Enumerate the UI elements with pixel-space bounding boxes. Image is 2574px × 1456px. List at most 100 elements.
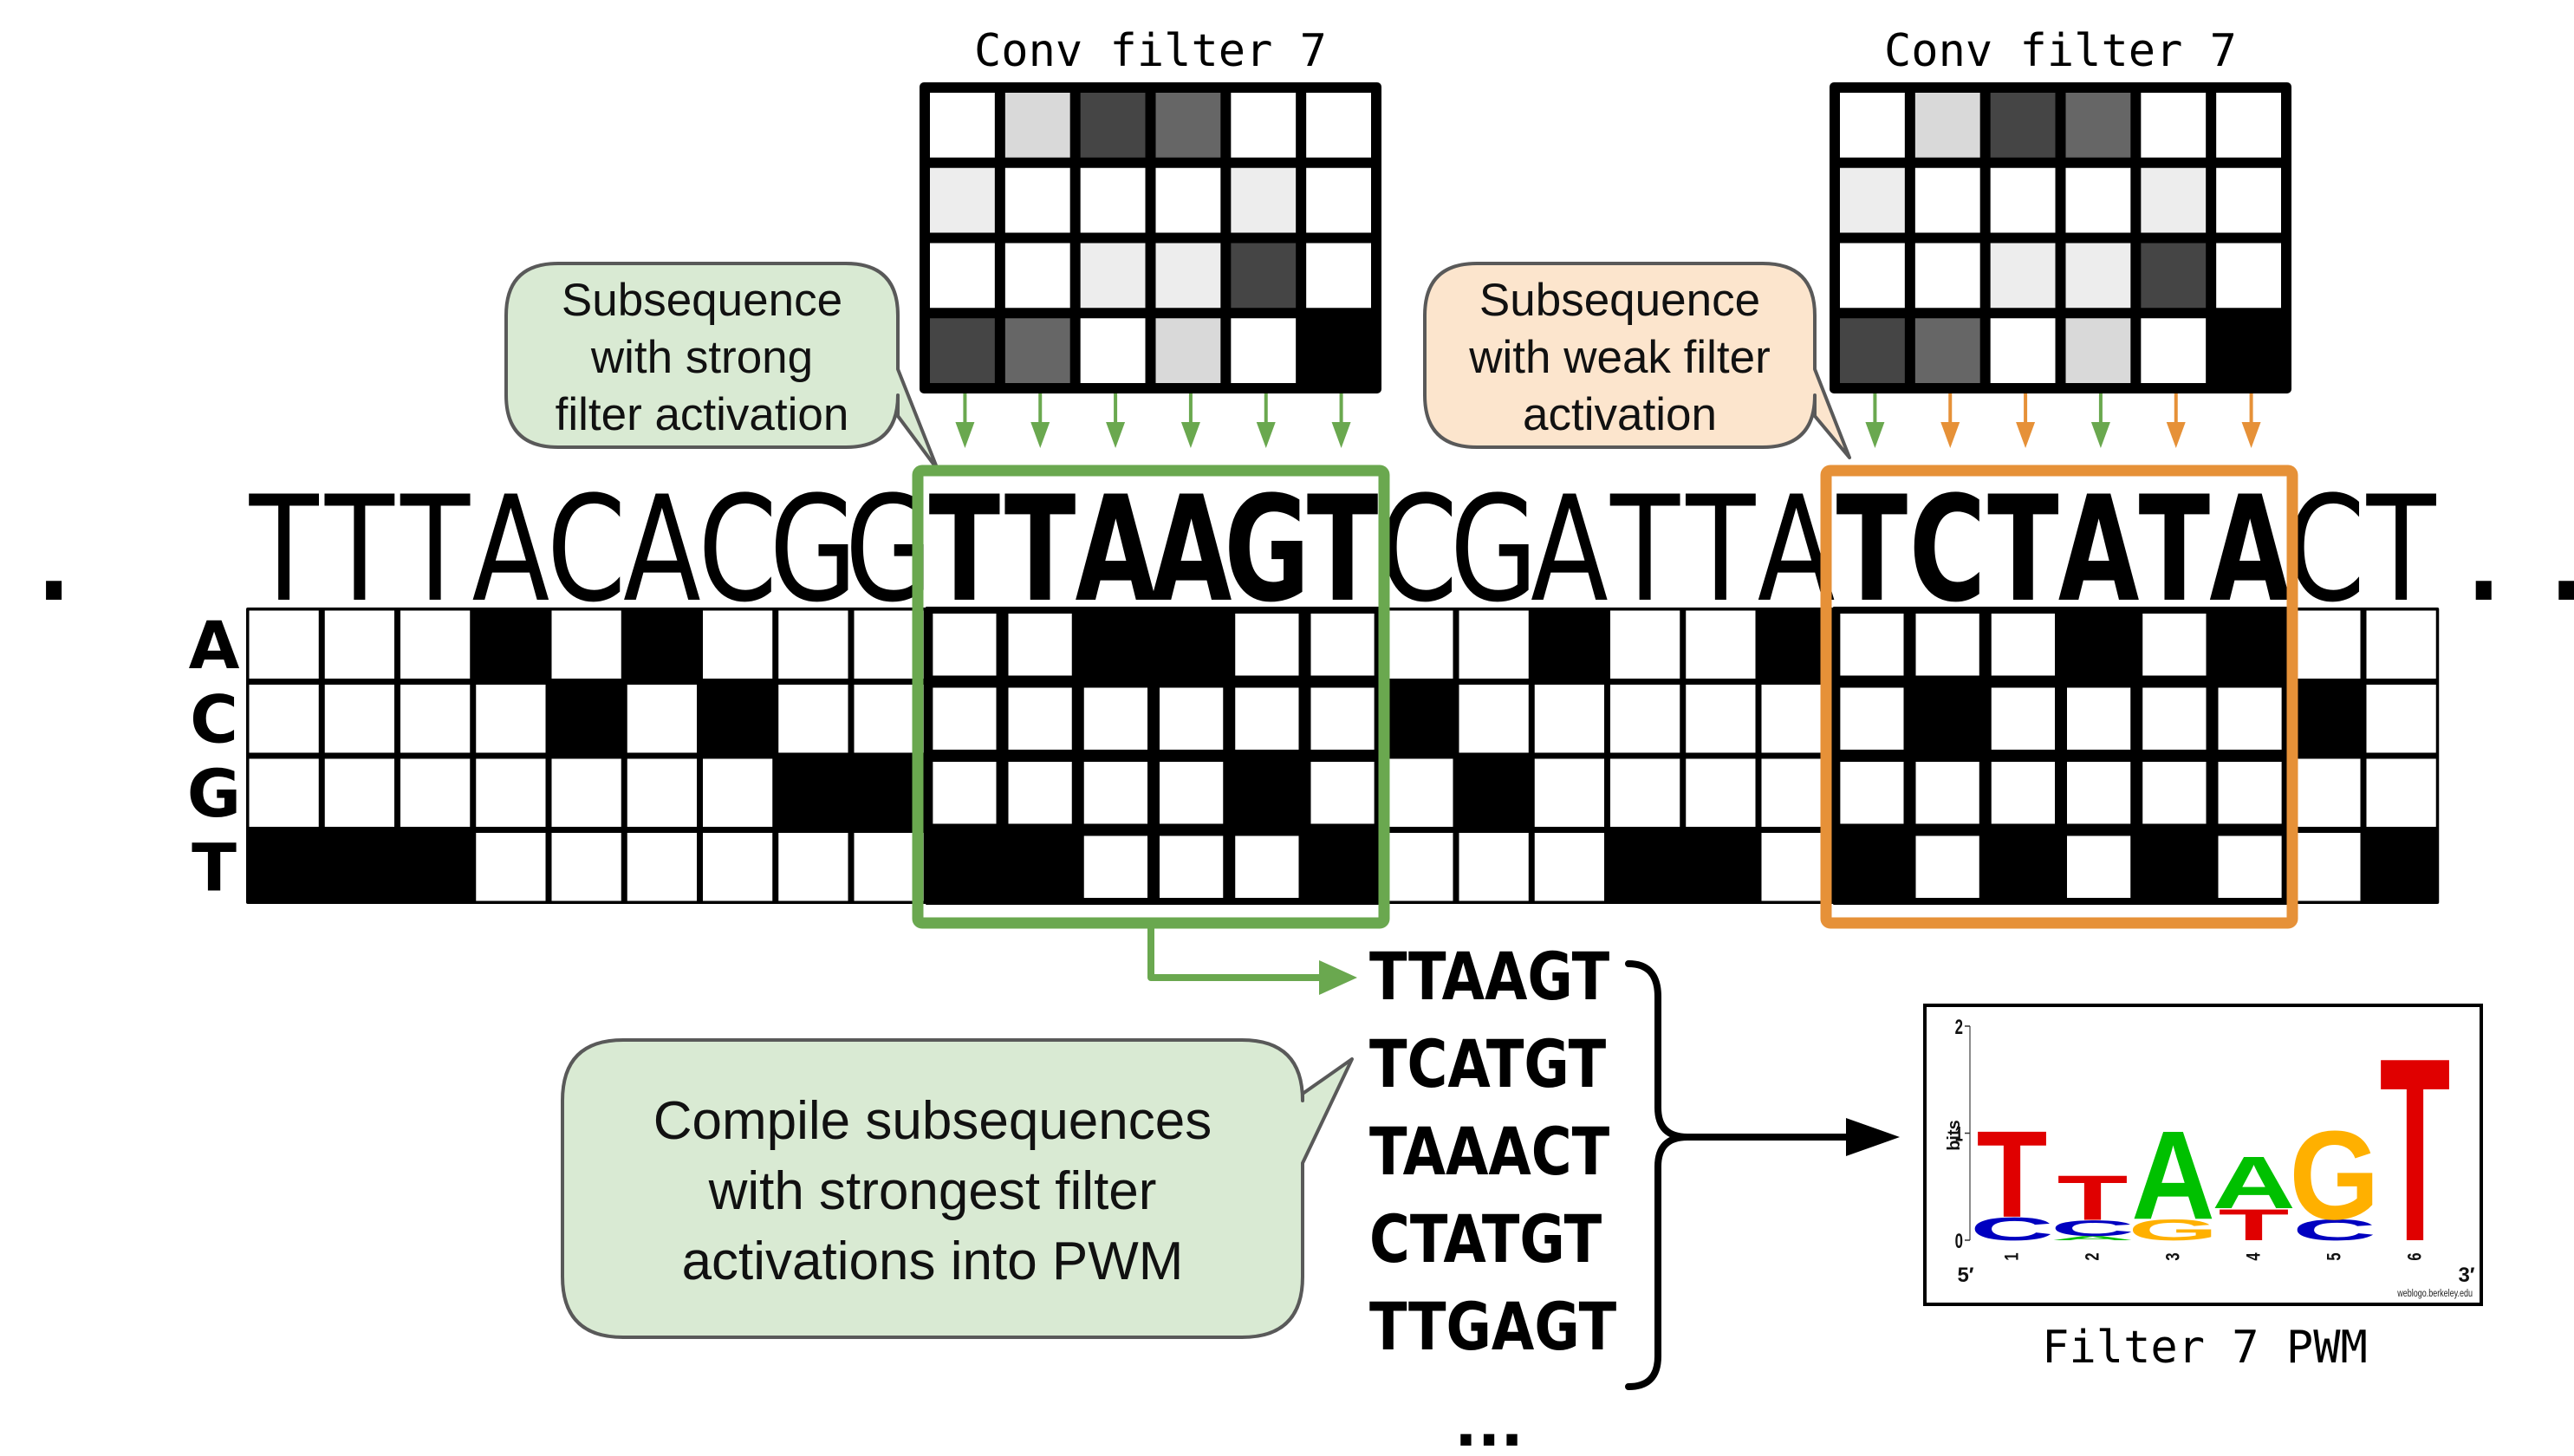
sequence-nucleotide: T bbox=[1609, 465, 1680, 634]
match-arrow-head bbox=[1180, 422, 1200, 448]
filter-title: Conv filter 7 bbox=[1884, 25, 2237, 77]
filter-matrix-frame bbox=[1830, 82, 2291, 393]
filter-weight-cell bbox=[1004, 167, 1070, 233]
one-hot-cell-off bbox=[1235, 687, 1299, 750]
filter-weight-cell bbox=[1080, 167, 1146, 233]
sequence-nucleotide: T bbox=[1004, 465, 1076, 634]
filter-weight-cell bbox=[1914, 243, 1980, 309]
one-hot-cell-off bbox=[2366, 758, 2436, 827]
one-hot-cell-off bbox=[1160, 835, 1224, 898]
sequence-nucleotide: T bbox=[1307, 465, 1379, 634]
one-hot-cell-on bbox=[2291, 685, 2361, 753]
logo-letter-a: A bbox=[2131, 1104, 2215, 1246]
one-hot-cell-off bbox=[1840, 762, 1904, 824]
position-label: 1 bbox=[2001, 1252, 2023, 1260]
filter-windows bbox=[912, 465, 2298, 929]
list-more-ellipsis: ... bbox=[1454, 1389, 1524, 1456]
one-hot-cell-on bbox=[2218, 614, 2282, 676]
match-arrow-head bbox=[2090, 422, 2110, 448]
one-hot-cell-off bbox=[2218, 762, 2282, 824]
one-hot-cell-off bbox=[1459, 610, 1529, 679]
five-prime-label: 5′ bbox=[1957, 1264, 1973, 1287]
filter-weight-cell bbox=[930, 167, 995, 233]
one-hot-cell-off bbox=[2291, 610, 2361, 679]
one-hot-cell-off bbox=[854, 685, 924, 753]
one-hot-cell-off bbox=[1534, 833, 1604, 901]
one-hot-cell-on bbox=[1991, 835, 2055, 898]
one-hot-cell-off bbox=[933, 687, 997, 750]
bubble-text-line: with weak filter bbox=[1468, 332, 1771, 383]
one-hot-cell-off bbox=[2218, 687, 2282, 750]
one-hot-cell-off bbox=[1915, 614, 1979, 676]
top-subsequence: TTAAGT bbox=[1369, 939, 1609, 1016]
filter-weight-cell bbox=[1840, 243, 1905, 309]
filter-weight-cell bbox=[1990, 318, 2056, 383]
one-hot-cell-off bbox=[1083, 762, 1147, 824]
conv-filter-weak: Conv filter 7 bbox=[1830, 25, 2291, 448]
filter-weight-cell bbox=[2141, 318, 2207, 383]
y-tick-label: 2 bbox=[1955, 1016, 1963, 1039]
one-hot-cell-off bbox=[1991, 687, 2055, 750]
filter-weight-cell bbox=[1840, 167, 1905, 233]
one-hot-cell-off bbox=[1160, 762, 1224, 824]
filter-weight-cell bbox=[1004, 93, 1070, 158]
position-label: 4 bbox=[2243, 1252, 2265, 1260]
filter-weight-cell bbox=[1306, 93, 1371, 158]
filter-weight-cell bbox=[930, 243, 995, 309]
one-hot-cell-on bbox=[778, 758, 848, 827]
sequence-nucleotide: G bbox=[1224, 465, 1310, 634]
sequence-nucleotide: T bbox=[2139, 465, 2211, 634]
sequence-nucleotide: A bbox=[1151, 465, 1232, 634]
pwm-frame bbox=[1923, 1004, 2483, 1306]
match-arrow-head bbox=[1106, 422, 1126, 448]
logo-letter-c: C bbox=[2292, 1213, 2376, 1246]
mismatch-arrow-head bbox=[2166, 422, 2186, 448]
sequence-nucleotide: A bbox=[2209, 465, 2291, 634]
one-hot-cell-off bbox=[1160, 687, 1224, 750]
filter-weight-cell bbox=[1306, 318, 1371, 383]
filter-weight-cell bbox=[2065, 318, 2131, 383]
top-subsequence: TCATGT bbox=[1369, 1026, 1606, 1103]
one-hot-cell-off bbox=[1534, 685, 1604, 753]
one-hot-cell-off bbox=[476, 685, 546, 753]
filter-weight-cell bbox=[1080, 243, 1146, 309]
one-hot-cell-off bbox=[854, 610, 924, 679]
row-label-c: C bbox=[190, 680, 238, 757]
filter-weight-cell bbox=[2216, 318, 2281, 383]
logo-letter-t: T bbox=[2057, 1162, 2129, 1234]
logo-letter-t: T bbox=[1977, 1106, 2048, 1244]
one-hot-cell-on bbox=[1235, 762, 1299, 824]
one-hot-cell-off bbox=[1610, 758, 1680, 827]
one-hot-cell-on bbox=[703, 685, 773, 753]
match-arrow-head bbox=[955, 422, 975, 448]
filter-weight-cell bbox=[1990, 167, 2056, 233]
one-hot-cell-off bbox=[476, 758, 546, 827]
filter-weight-cell bbox=[1306, 167, 1371, 233]
match-arrow-head bbox=[1331, 422, 1351, 448]
top-subsequence-list: TTAAGTTCATGTTAAACTCTATGTTTGAGT... bbox=[1147, 928, 1900, 1456]
bubble-text-line: Compile subsequences bbox=[653, 1091, 1212, 1151]
leading-ellipsis: ... bbox=[0, 460, 113, 636]
filter-weight-cell bbox=[1914, 167, 1980, 233]
one-hot-cell-off bbox=[703, 758, 773, 827]
one-hot-cell-off bbox=[1991, 614, 2055, 676]
filter-weight-cell bbox=[1155, 318, 1221, 383]
one-hot-cell-off bbox=[1761, 833, 1831, 901]
one-hot-cell-off bbox=[1610, 610, 1680, 679]
one-hot-cell-off bbox=[1459, 685, 1529, 753]
one-hot-cell-off bbox=[249, 610, 319, 679]
filter-weight-cell bbox=[1155, 167, 1221, 233]
filter-weight-cell bbox=[930, 93, 995, 158]
sequence-nucleotide: A bbox=[472, 465, 550, 634]
one-hot-cell-off bbox=[551, 833, 621, 901]
filter-weight-cell bbox=[2065, 93, 2131, 158]
y-axis-label: bits bbox=[1945, 1120, 1964, 1151]
one-hot-cell-off bbox=[2067, 835, 2131, 898]
one-hot-cell-off bbox=[703, 610, 773, 679]
one-hot-cell-on bbox=[627, 610, 697, 679]
filter-weight-cell bbox=[1990, 243, 2056, 309]
sequence-nucleotide: C bbox=[1909, 465, 1986, 634]
one-hot-cell-off bbox=[1840, 687, 1904, 750]
